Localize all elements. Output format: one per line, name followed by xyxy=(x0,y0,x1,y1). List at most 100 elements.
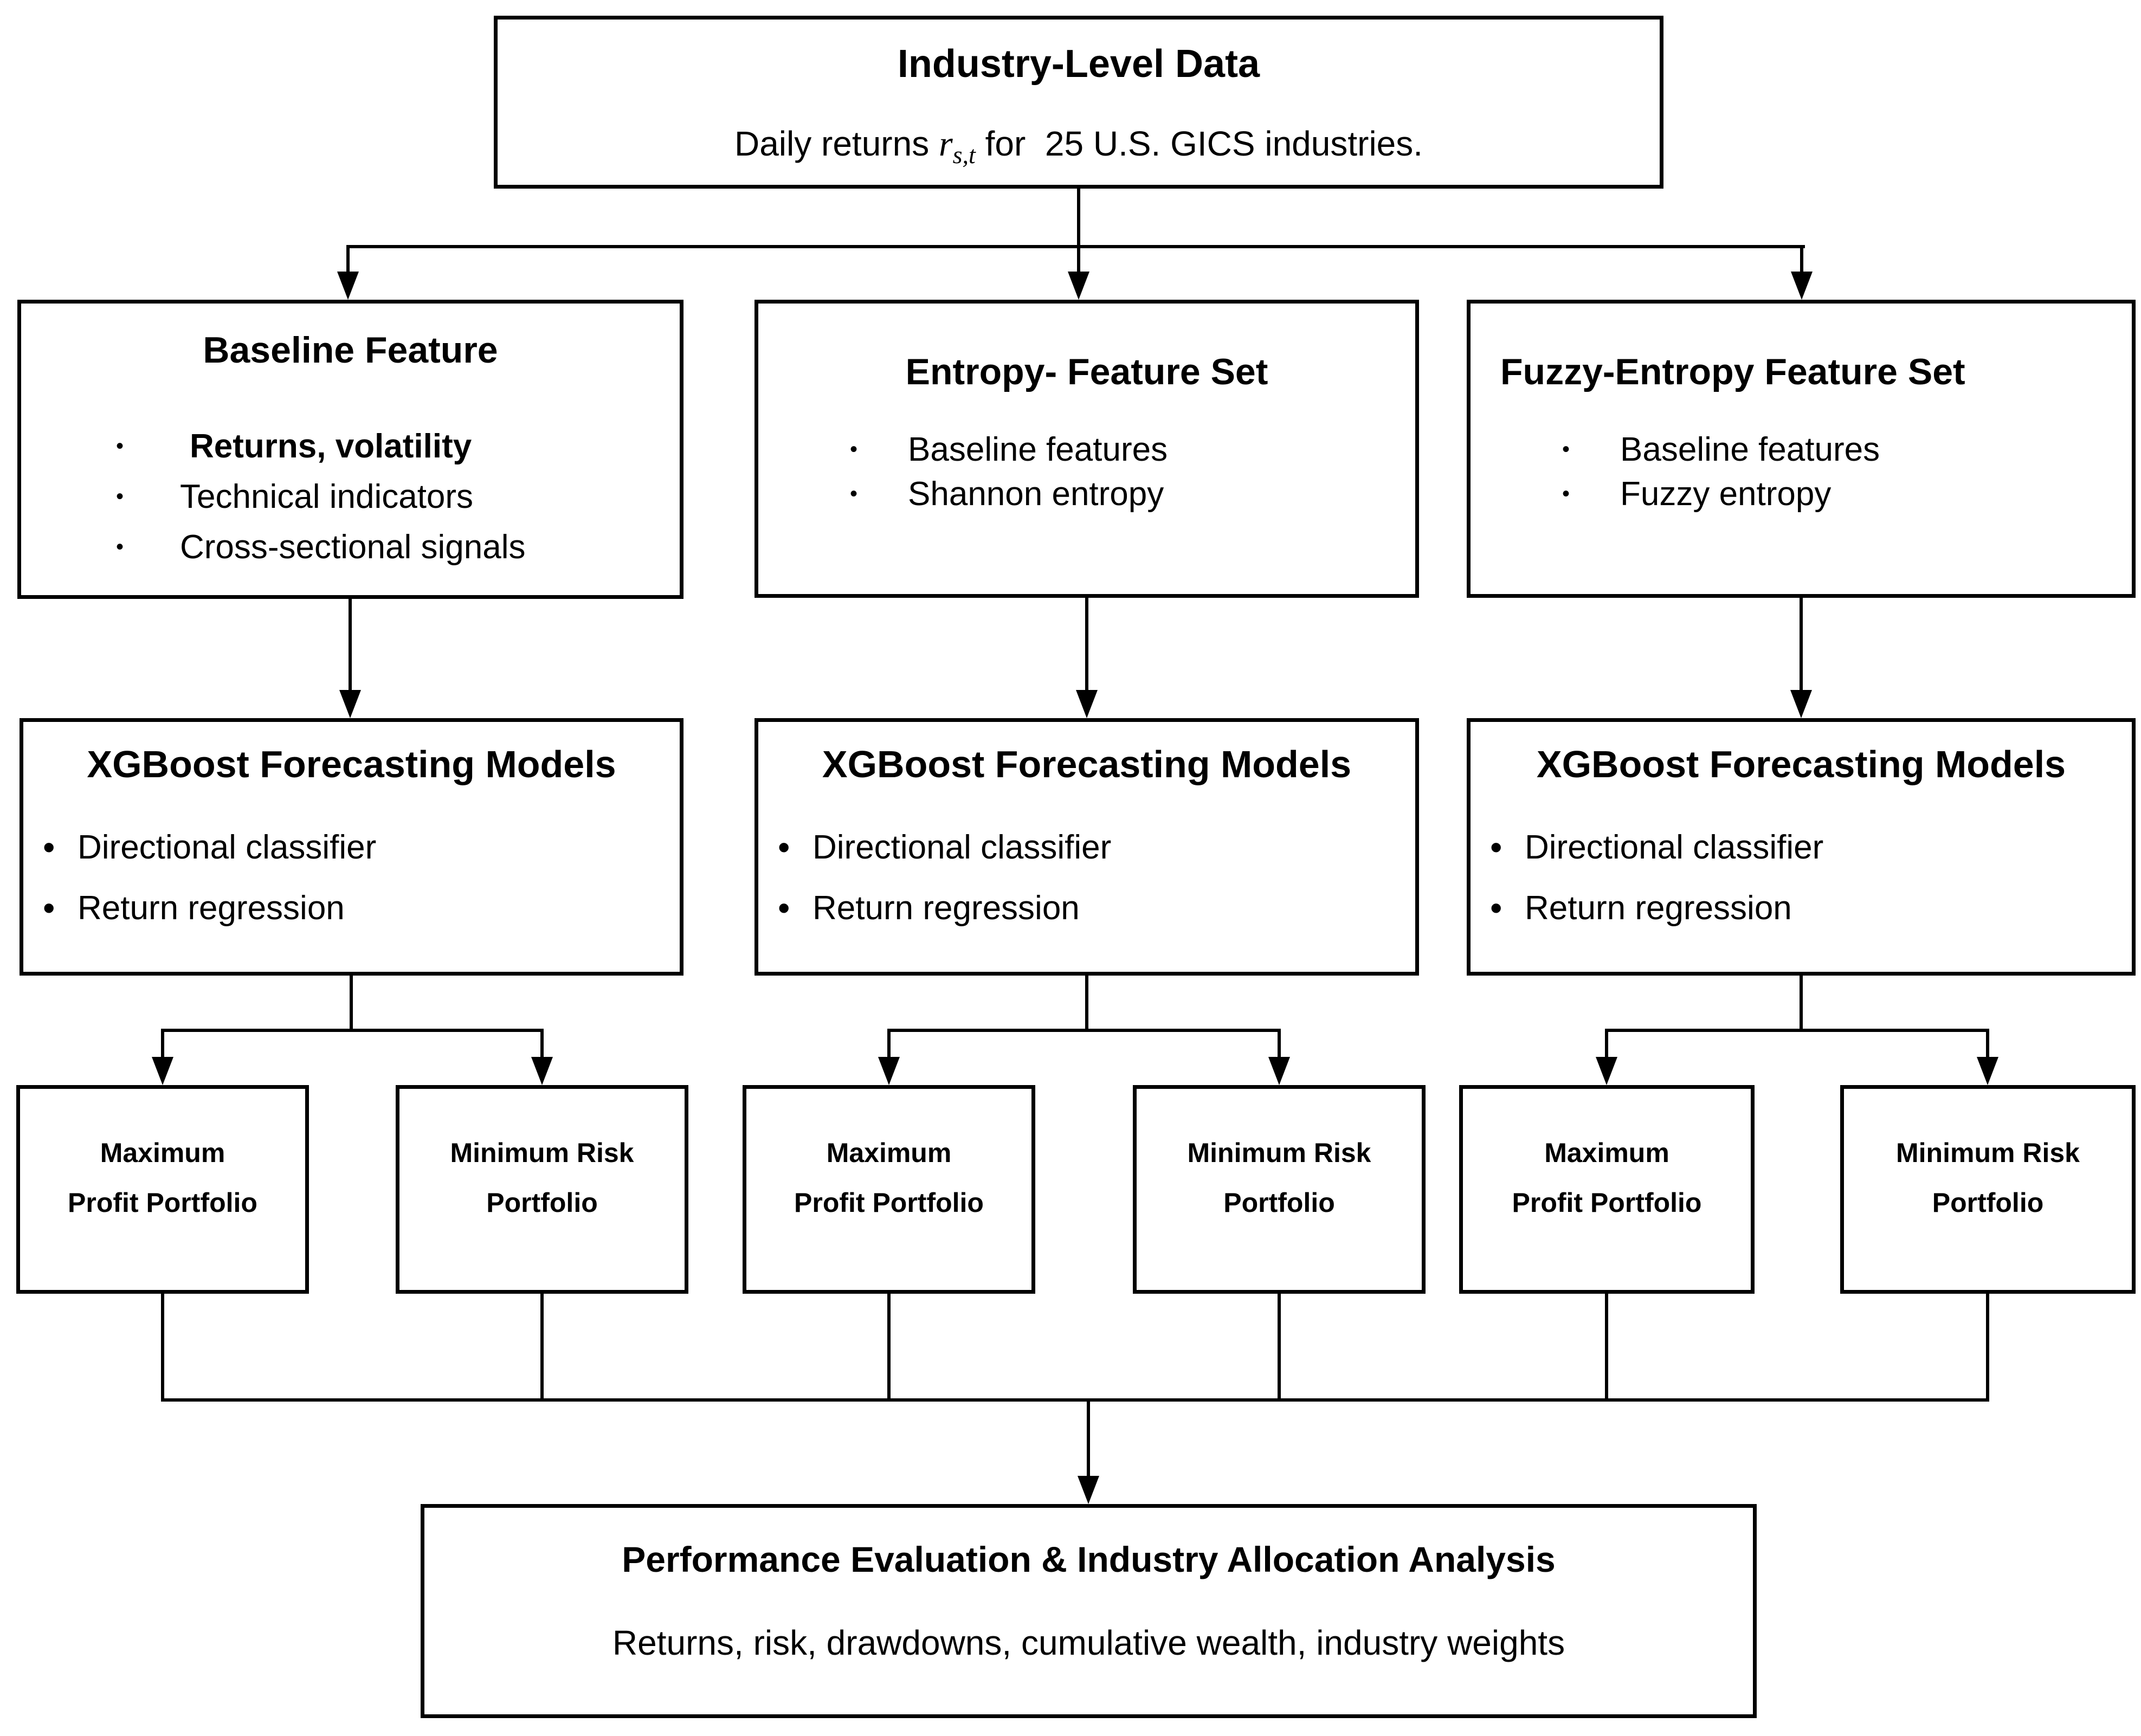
connector-final-stem xyxy=(1087,1398,1090,1477)
arrowhead-feature-3 xyxy=(1791,272,1813,300)
returns-formula-var: r xyxy=(938,124,953,164)
xgboost-models-title: XGBoost Forecasting Models xyxy=(87,743,616,785)
xgboost-models-box-3: XGBoost Forecasting Models • Directional… xyxy=(1467,718,2136,976)
arrowhead-bottom-box xyxy=(1078,1476,1099,1504)
connector-bus-drop-4 xyxy=(1278,1294,1281,1400)
connector-drop-feature-3 xyxy=(1800,245,1803,273)
connector-bus-drop-6 xyxy=(1986,1294,1989,1400)
industry-data-box: Industry-Level Data Daily returns rs,t f… xyxy=(494,16,1663,189)
list-item: • Directional classifier xyxy=(778,817,1404,877)
xgboost-models-box-1: XGBoost Forecasting Models • Directional… xyxy=(20,718,683,976)
bullet-text: Baseline features xyxy=(908,430,1168,468)
bullet-icon: • xyxy=(43,828,55,867)
list-item: • Directional classifier xyxy=(43,817,669,877)
list-item: • Directional classifier xyxy=(1490,817,2121,877)
arrowhead-p5 xyxy=(1596,1057,1617,1085)
performance-evaluation-subtitle: Returns, risk, drawdowns, cumulative wea… xyxy=(612,1623,1565,1662)
bullet-icon: • xyxy=(850,481,858,506)
fuzzy-entropy-feature-title: Fuzzy-Entropy Feature Set xyxy=(1500,351,1965,392)
bullet-text: Directional classifier xyxy=(1525,828,1824,866)
bullet-text: Directional classifier xyxy=(78,828,377,866)
bullet-icon: • xyxy=(43,888,55,927)
connector-top-stem xyxy=(1077,189,1080,247)
returns-formula-subscript: s,t xyxy=(952,141,976,169)
bullet-icon: • xyxy=(1490,888,1502,927)
fuzzy-entropy-feature-bullets: • Baseline features • Fuzzy entropy xyxy=(1562,427,2121,516)
list-item: • Baseline features xyxy=(1562,427,2121,472)
list-item: • Return regression xyxy=(43,877,669,938)
bullet-icon: • xyxy=(116,485,124,508)
bullet-text: Baseline features xyxy=(1620,430,1880,468)
industry-data-subtitle: Daily returns rs,t for 25 U.S. GICS indu… xyxy=(498,124,1660,175)
connector-feature-model-1 xyxy=(349,596,352,691)
connector-drop-feature-2 xyxy=(1077,245,1080,273)
list-item: • Shannon entropy xyxy=(850,472,1404,516)
list-item: • Fuzzy entropy xyxy=(1562,472,2121,516)
entropy-feature-box: Entropy- Feature Set • Baseline features… xyxy=(754,300,1419,598)
connector-bus-drop-3 xyxy=(887,1294,891,1400)
xgboost-models-bullets: • Directional classifier • Return regres… xyxy=(1490,817,2121,938)
baseline-feature-bullets: • Returns, volatility • Technical indica… xyxy=(116,421,669,572)
arrowhead-model-1 xyxy=(339,690,361,718)
bullet-icon: • xyxy=(116,535,124,559)
connector-top-splitter xyxy=(346,245,1805,248)
connector-drop-feature-1 xyxy=(346,245,350,273)
xgboost-models-bullets: • Directional classifier • Return regres… xyxy=(778,817,1404,938)
entropy-feature-bullets: • Baseline features • Shannon entropy xyxy=(850,427,1404,516)
bullet-icon: • xyxy=(778,888,790,927)
arrowhead-model-2 xyxy=(1076,690,1098,718)
arrowhead-model-3 xyxy=(1790,690,1812,718)
connector-feature-model-3 xyxy=(1800,595,1803,691)
bullet-text: Directional classifier xyxy=(812,828,1112,866)
performance-evaluation-box: Performance Evaluation & Industry Alloca… xyxy=(421,1504,1757,1718)
arrowhead-p6 xyxy=(1977,1057,1998,1085)
connector-drop-p6 xyxy=(1986,1029,1989,1059)
fuzzy-entropy-feature-box: Fuzzy-Entropy Feature Set • Baseline fea… xyxy=(1467,300,2136,598)
arrowhead-p3 xyxy=(878,1057,900,1085)
bullet-icon: • xyxy=(850,437,858,461)
connector-split-1 xyxy=(161,1029,544,1032)
arrowhead-p1 xyxy=(152,1057,173,1085)
connector-drop-p4 xyxy=(1278,1029,1281,1059)
list-item: • Return regression xyxy=(778,877,1404,938)
bullet-text: Return regression xyxy=(812,889,1080,927)
connector-model-stem-1 xyxy=(350,976,353,1032)
bullet-text: Cross-sectional signals xyxy=(180,528,526,566)
bullet-text: Fuzzy entropy xyxy=(1620,475,1832,513)
xgboost-models-title: XGBoost Forecasting Models xyxy=(1536,743,2066,785)
connector-drop-p1 xyxy=(161,1029,164,1059)
bullet-text: Returns, volatility xyxy=(190,428,472,465)
baseline-feature-box: Baseline Feature • Returns, volatility •… xyxy=(17,300,683,599)
connector-drop-p3 xyxy=(887,1029,891,1059)
connector-drop-p5 xyxy=(1605,1029,1608,1059)
arrowhead-p4 xyxy=(1268,1057,1290,1085)
list-item: • Returns, volatility xyxy=(116,421,669,472)
connector-bus-drop-1 xyxy=(161,1294,164,1400)
list-item: • Baseline features xyxy=(850,427,1404,472)
connector-merge-bus xyxy=(161,1398,1989,1402)
arrowhead-feature-1 xyxy=(337,272,359,300)
bullet-icon: • xyxy=(1490,828,1502,867)
xgboost-models-box-2: XGBoost Forecasting Models • Directional… xyxy=(754,718,1419,976)
connector-model-stem-3 xyxy=(1800,976,1803,1032)
connector-bus-drop-2 xyxy=(540,1294,544,1400)
connector-bus-drop-5 xyxy=(1605,1294,1608,1400)
connector-drop-p2 xyxy=(540,1029,544,1059)
bullet-icon: • xyxy=(1562,481,1570,506)
list-item: • Technical indicators xyxy=(116,472,669,522)
arrowhead-p2 xyxy=(531,1057,553,1085)
entropy-feature-title: Entropy- Feature Set xyxy=(905,351,1268,392)
bullet-text: Technical indicators xyxy=(180,478,474,515)
connector-feature-model-2 xyxy=(1085,595,1088,691)
